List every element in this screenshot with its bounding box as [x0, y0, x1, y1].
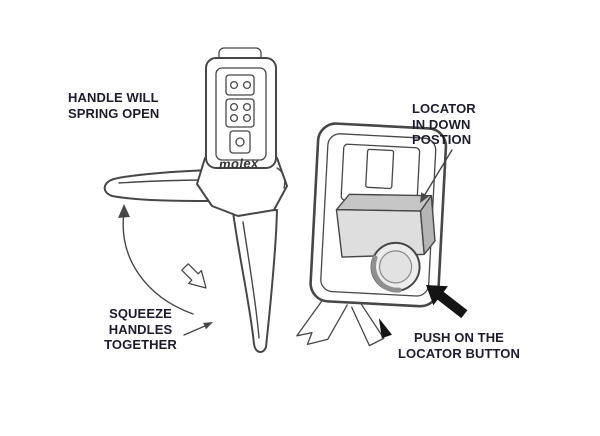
push-arrow-icon [426, 285, 468, 319]
spring-open-arc-arrow-icon [118, 204, 194, 315]
handle-stub-right [350, 298, 385, 347]
crimp-head [205, 47, 277, 169]
locator-button [370, 241, 421, 293]
callout-locator-down-position: LOCATOR IN DOWN POSTION [412, 101, 476, 147]
lower-handle [232, 209, 278, 353]
squeeze-direction-block-arrow-icon [181, 263, 207, 289]
handle-stub-left [296, 294, 349, 346]
squeeze-leader-arrow-icon [183, 322, 213, 336]
anvil-insert [365, 148, 395, 190]
tool-body [196, 157, 288, 217]
callout-push-locator-button: PUSH ON THE LOCATOR BUTTON [397, 330, 520, 361]
molex-logo: molex [218, 155, 259, 172]
upper-handle [103, 169, 215, 202]
locator-leader-arrow-icon [420, 149, 453, 203]
callout-handle-spring-open: HANDLE WILL SPRING OPEN [68, 90, 160, 121]
crimp-tool-side-view [103, 47, 288, 353]
callout-squeeze-handles: SQUEEZE HANDLES TOGETHER [104, 306, 177, 352]
tool-head-closeup [296, 122, 448, 347]
